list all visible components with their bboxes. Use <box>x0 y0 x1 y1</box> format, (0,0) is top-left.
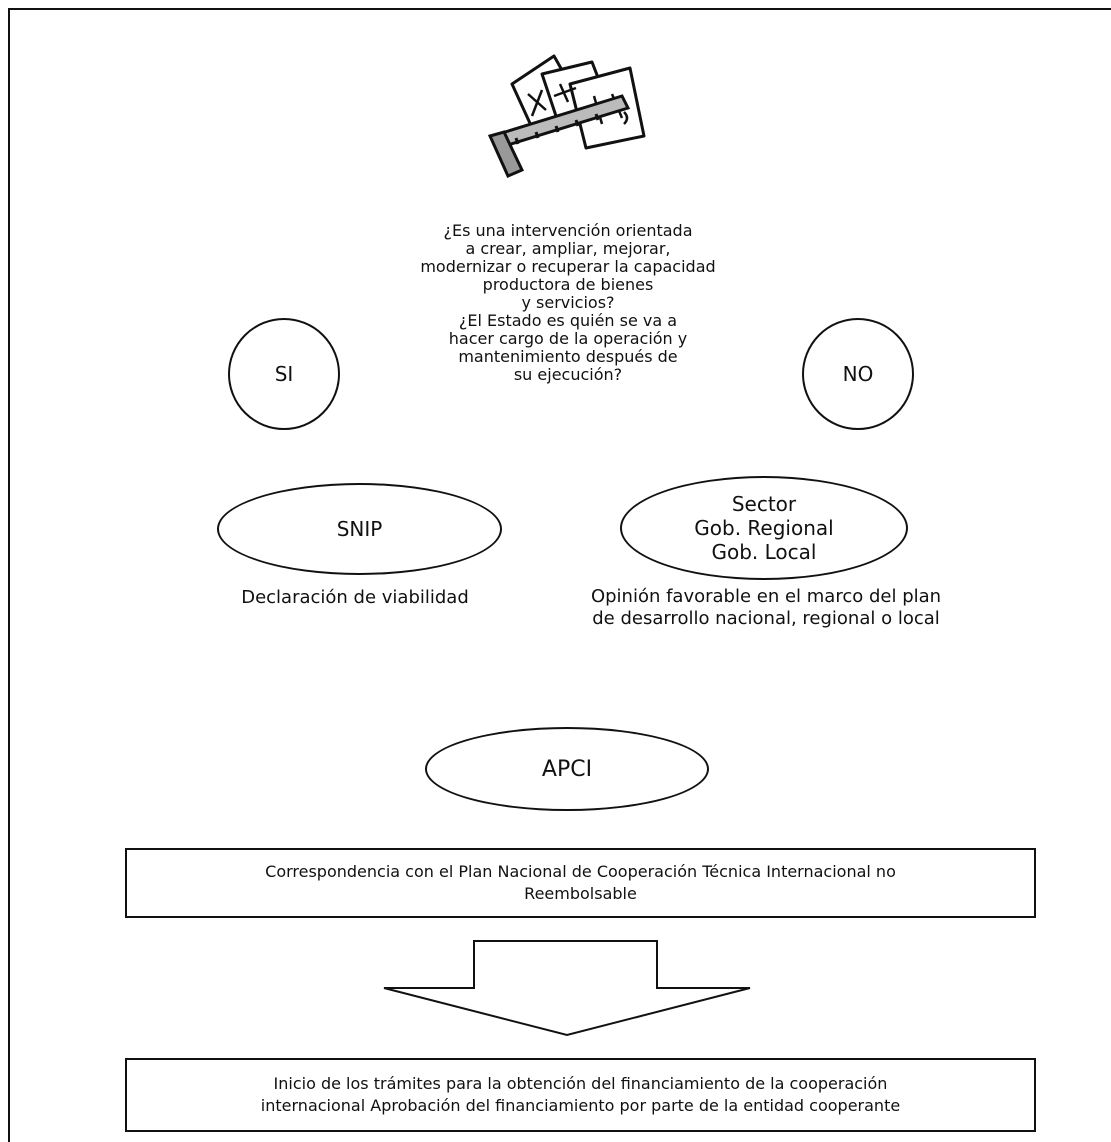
snip-ellipse: SNIP <box>217 483 502 575</box>
no-label: NO <box>842 362 874 386</box>
sector-caption: Opinión favorable en el marco del plan d… <box>556 586 976 630</box>
question-line: a crear, ampliar, mejorar, <box>465 239 671 258</box>
question-line: su ejecución? <box>513 365 623 384</box>
sector-ellipse: Sector Gob. Regional Gob. Local <box>620 476 908 580</box>
sector-caption-line: de desarrollo nacional, regional o local <box>592 608 940 629</box>
correspondence-line: Correspondencia con el Plan Nacional de … <box>265 862 896 881</box>
question-line: mantenimiento después de <box>458 347 678 366</box>
correspondence-box: Correspondencia con el Plan Nacional de … <box>125 848 1036 918</box>
question-line: y servicios? <box>521 293 615 312</box>
question-line: productora de bienes <box>482 275 654 294</box>
yes-circle: SI <box>228 318 340 430</box>
central-question: ¿Es una intervención orientada a crear, … <box>378 222 758 384</box>
question-line: ¿El Estado es quién se va a <box>458 311 678 330</box>
apci-label: APCI <box>541 756 593 782</box>
snip-label: SNIP <box>336 517 383 541</box>
sector-line: Gob. Local <box>711 540 817 564</box>
snip-caption: Declaración de viabilidad <box>241 587 469 608</box>
question-line: ¿Es una intervención orientada <box>443 221 693 240</box>
sector-caption-line: Opinión favorable en el marco del plan <box>590 586 942 607</box>
diagram-frame <box>8 8 1111 1142</box>
sector-line: Sector <box>731 492 797 516</box>
question-line: modernizar o recuperar la capacidad <box>420 257 716 276</box>
final-line: internacional Aprobación del financiamie… <box>260 1096 901 1115</box>
drafting-plans-icon <box>487 54 646 178</box>
question-line: hacer cargo de la operación y <box>448 329 688 348</box>
correspondence-line: Reembolsable <box>524 884 637 903</box>
yes-label: SI <box>274 362 294 386</box>
final-line: Inicio de los trámites para la obtención… <box>273 1074 888 1093</box>
down-arrow-icon <box>383 940 751 1037</box>
final-box: Inicio de los trámites para la obtención… <box>125 1058 1036 1132</box>
no-circle: NO <box>802 318 914 430</box>
apci-ellipse: APCI <box>425 727 709 811</box>
sector-line: Gob. Regional <box>694 516 834 540</box>
